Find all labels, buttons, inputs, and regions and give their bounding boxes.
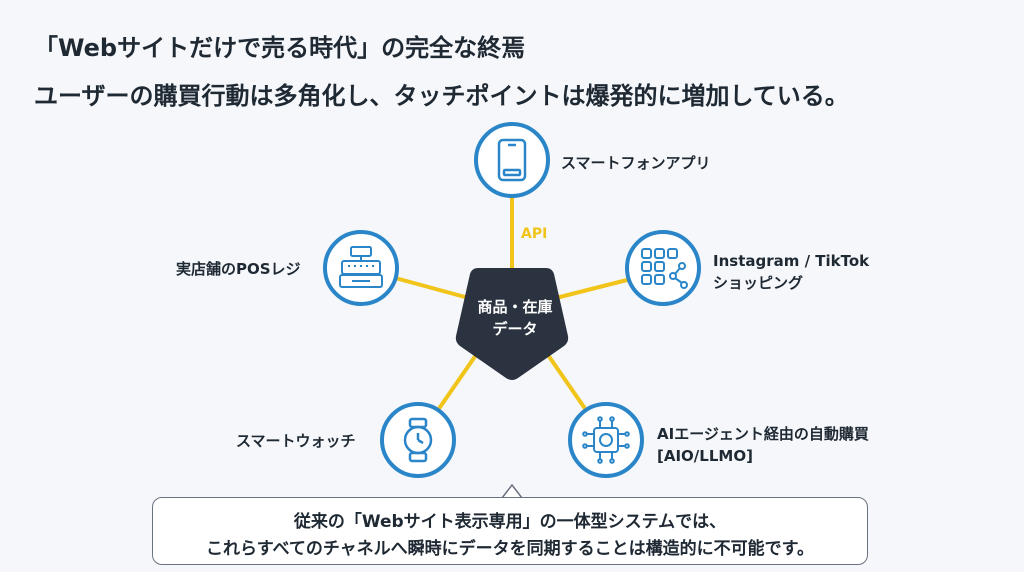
callout-line2: これらすべてのチャネルへ瞬時にデータを同期することは構造的に不可能です。 xyxy=(206,539,814,559)
label-ai-agent-line2: [AIO/LLMO] xyxy=(657,447,753,465)
hub-pentagon xyxy=(455,268,569,380)
label-pos: 実店舗のPOSレジ xyxy=(176,260,301,278)
hub-label: 商品・在庫 データ xyxy=(455,296,575,340)
hub-label-line1: 商品・在庫 xyxy=(477,298,553,316)
page-title: 「Webサイトだけで売る時代」の完全な終焉 xyxy=(34,34,526,62)
smartphone-icon xyxy=(497,138,527,182)
hub-label-line2: データ xyxy=(492,320,538,338)
node-ai-agent xyxy=(568,402,644,478)
app-grid-share-icon xyxy=(641,248,688,289)
connector-social xyxy=(546,278,629,302)
connectors xyxy=(386,193,629,412)
label-ai-agent: AIエージェント経由の自動購買 [AIO/LLMO] xyxy=(657,423,869,467)
node-watch xyxy=(380,402,456,478)
node-pos xyxy=(323,230,399,306)
callout-pointer xyxy=(501,483,523,499)
node-smartphone xyxy=(474,122,550,198)
label-social-line1: Instagram / TikTok xyxy=(713,252,870,270)
page-subtitle: ユーザーの購買行動は多角化し、タッチポイントは爆発的に増加している。 xyxy=(34,82,849,110)
cash-register-icon xyxy=(339,246,383,288)
label-smartphone: スマートフォンアプリ xyxy=(561,154,711,172)
ai-chip-icon xyxy=(582,416,630,464)
connector-watch xyxy=(436,353,478,412)
connector-pos xyxy=(386,274,478,302)
label-ai-agent-line1: AIエージェント経由の自動購買 xyxy=(657,425,869,443)
watch-icon xyxy=(403,417,433,463)
callout-line1: 従来の「Webサイト表示専用」の一体型システムでは、 xyxy=(293,512,727,532)
node-social xyxy=(625,230,701,306)
connector-ai xyxy=(546,353,588,412)
label-social: Instagram / TikTok ショッピング xyxy=(713,250,869,294)
label-watch: スマートウォッチ xyxy=(236,432,356,450)
callout-box: 従来の「Webサイト表示専用」の一体型システムでは、 これらすべてのチャネルへ瞬… xyxy=(152,497,868,565)
label-social-line2: ショッピング xyxy=(713,274,804,292)
api-label: API xyxy=(521,226,548,242)
